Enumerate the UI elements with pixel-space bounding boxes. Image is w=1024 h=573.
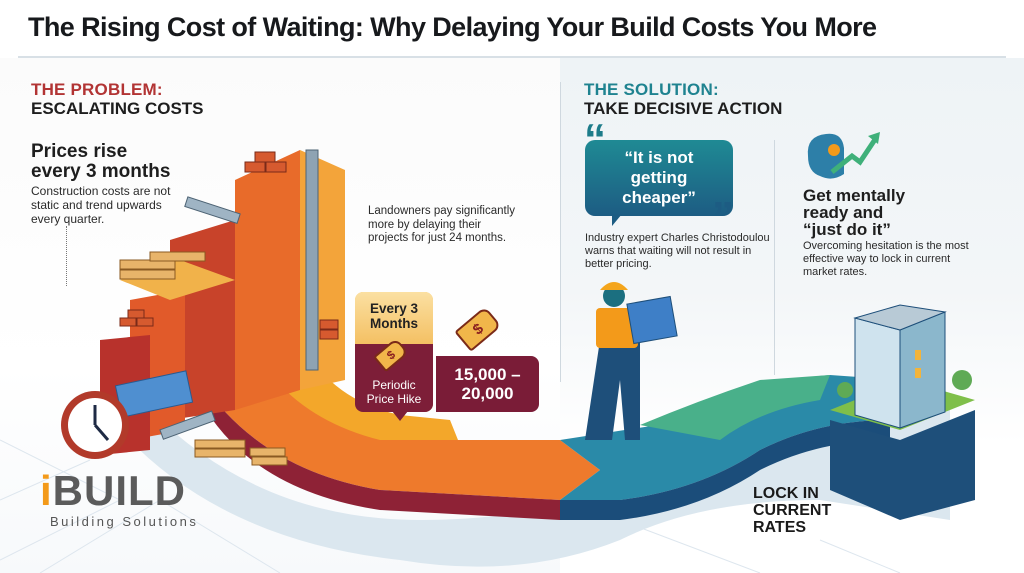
prices-heading-line2: every 3 months: [31, 161, 171, 182]
card-pointer: [392, 411, 408, 421]
cost-path-illustration: [0, 149, 975, 573]
mental-ready-heading: Get mentally ready and “just do it”: [803, 187, 973, 238]
quote-line2: getting: [630, 168, 688, 187]
lock-line2: CURRENT: [753, 502, 832, 519]
mental-heading-line1: Get mentally: [803, 186, 906, 205]
every-card-title: Every 3 Months: [355, 292, 433, 344]
mental-heading-line3: “just do it”: [803, 220, 891, 239]
problem-heading: ESCALATING COSTS: [31, 99, 204, 118]
lock-in-rates-label: LOCK IN CURRENT RATES: [753, 485, 831, 536]
quote-line3: cheaper”: [622, 188, 696, 207]
ibuild-logo: iBUILD Building Solutions: [40, 470, 199, 530]
close-quote-icon: ”: [712, 193, 734, 242]
solution-heading: TAKE DECISIVE ACTION: [584, 99, 783, 118]
cost-range-card: 15,000 – 20,000: [436, 356, 539, 412]
background-grid: [0, 439, 901, 573]
steel-beam: [305, 149, 319, 371]
quote-attribution: Industry expert Charles Christodoulou wa…: [585, 232, 770, 270]
logo-prefix: i: [40, 467, 53, 514]
prices-heading-line1: Prices rise: [31, 141, 128, 162]
every-card-label-line2: Price Hike: [366, 392, 422, 406]
section-divider: [560, 82, 561, 382]
every-card-label-line1: Periodic: [372, 378, 416, 392]
logo-word: BUILD: [52, 467, 186, 514]
solution-kicker: THE SOLUTION:: [584, 80, 719, 99]
cost-range-line2: 20,000: [461, 384, 514, 403]
problem-kicker: THE PROBLEM:: [31, 80, 163, 99]
mental-ready-body: Overcoming hesitation is the most effect…: [803, 240, 969, 278]
prices-rise-heading: Prices rise every 3 months: [31, 142, 231, 182]
quote-bubble-tail: [612, 214, 622, 226]
clock-icon: [61, 391, 129, 459]
mental-heading-line2: ready and: [803, 203, 884, 222]
lock-line3: RATES: [753, 519, 807, 536]
logo-wordmark: iBUILD: [40, 470, 198, 512]
callout-dotted-line: [66, 226, 106, 286]
page-title: The Rising Cost of Waiting: Why Delaying…: [28, 12, 877, 42]
brain-growth-icon: [807, 132, 880, 179]
solution-column-divider: [774, 140, 775, 375]
every-card-title-line2: Months: [370, 316, 418, 331]
i-beams: [159, 196, 241, 440]
quote-bubble: “It is not getting cheaper”: [585, 140, 733, 216]
building-icon: [830, 304, 975, 520]
logo-tagline: Building Solutions: [50, 514, 199, 529]
lock-line1: LOCK IN: [753, 485, 819, 502]
prices-rise-body: Construction costs are not static and tr…: [31, 184, 171, 226]
landowners-body: Landowners pay significantly more by del…: [368, 205, 516, 244]
every-card-title-line1: Every 3: [369, 301, 419, 316]
lumber: [119, 251, 288, 466]
quote-line1: “It is not: [624, 148, 694, 167]
header-divider: [18, 56, 1006, 58]
worker-figure: [585, 282, 678, 440]
bricks: [119, 151, 339, 340]
cost-range-line1: 15,000 –: [454, 365, 521, 384]
